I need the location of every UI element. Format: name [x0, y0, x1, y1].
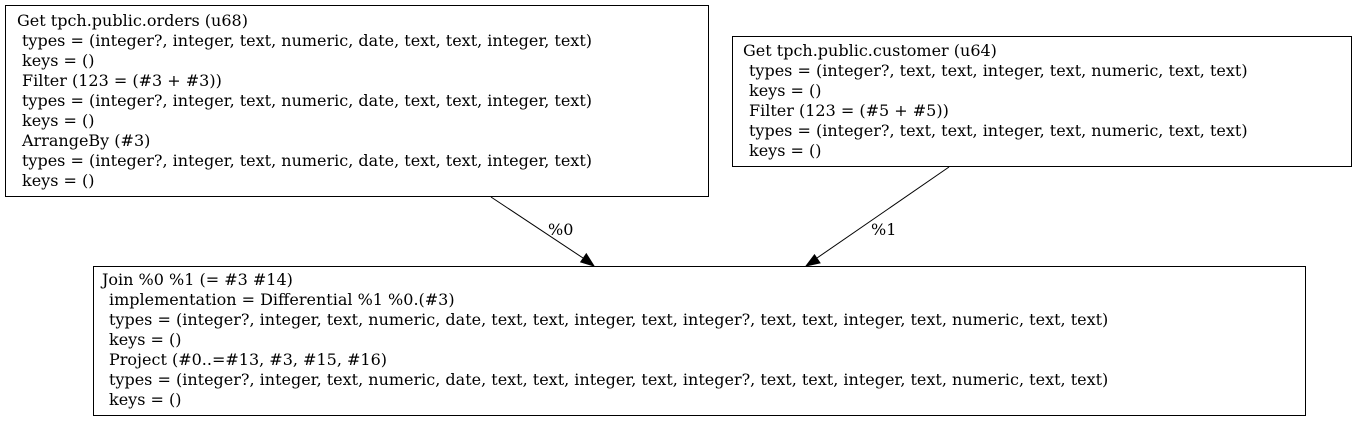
node-title: Get tpch.public.orders (u68) — [17, 11, 248, 30]
node-line: keys = () — [749, 81, 822, 100]
edge-label-orders-to-join: %0 — [548, 220, 573, 239]
node-line: types = (integer?, text, text, integer, … — [749, 61, 1248, 80]
edge-label-customer-to-join: %1 — [871, 220, 896, 239]
node-line: keys = () — [22, 171, 95, 190]
node-line: types = (integer?, integer, text, numeri… — [22, 91, 592, 110]
edge-orders-to-join-arrowhead — [579, 252, 596, 267]
node-title: Join %0 %1 (= #3 #14) — [102, 270, 293, 289]
node-line: Filter (123 = (#5 + #5)) — [749, 101, 949, 120]
node-line: keys = () — [109, 390, 182, 409]
node-line: keys = () — [22, 51, 95, 70]
node-line: keys = () — [22, 111, 95, 130]
node-line: ArrangeBy (#3) — [22, 131, 151, 150]
node-line: keys = () — [109, 330, 182, 349]
node-title: Get tpch.public.customer (u64) — [743, 41, 997, 60]
node-line: types = (integer?, integer, text, numeri… — [22, 31, 592, 50]
node-line: Project (#0..=#13, #3, #15, #16) — [109, 350, 387, 369]
node-get-customer: Get tpch.public.customer (u64) types = (… — [732, 36, 1352, 167]
node-line: types = (integer?, integer, text, numeri… — [22, 151, 592, 170]
edge-orders-to-join — [490, 196, 584, 259]
node-line: Filter (123 = (#3 + #3)) — [22, 71, 222, 90]
node-get-orders: Get tpch.public.orders (u68) types = (in… — [5, 5, 709, 197]
node-line: implementation = Differential %1 %0.(#3) — [109, 290, 455, 309]
node-line: keys = () — [749, 141, 822, 160]
node-join: Join %0 %1 (= #3 #14) implementation = D… — [93, 266, 1306, 416]
node-line: types = (integer?, text, text, integer, … — [749, 121, 1248, 140]
node-line: types = (integer?, integer, text, numeri… — [109, 310, 1109, 329]
node-line: types = (integer?, integer, text, numeri… — [109, 370, 1109, 389]
edge-customer-to-join — [816, 166, 950, 259]
edge-customer-to-join-arrowhead — [804, 253, 821, 267]
